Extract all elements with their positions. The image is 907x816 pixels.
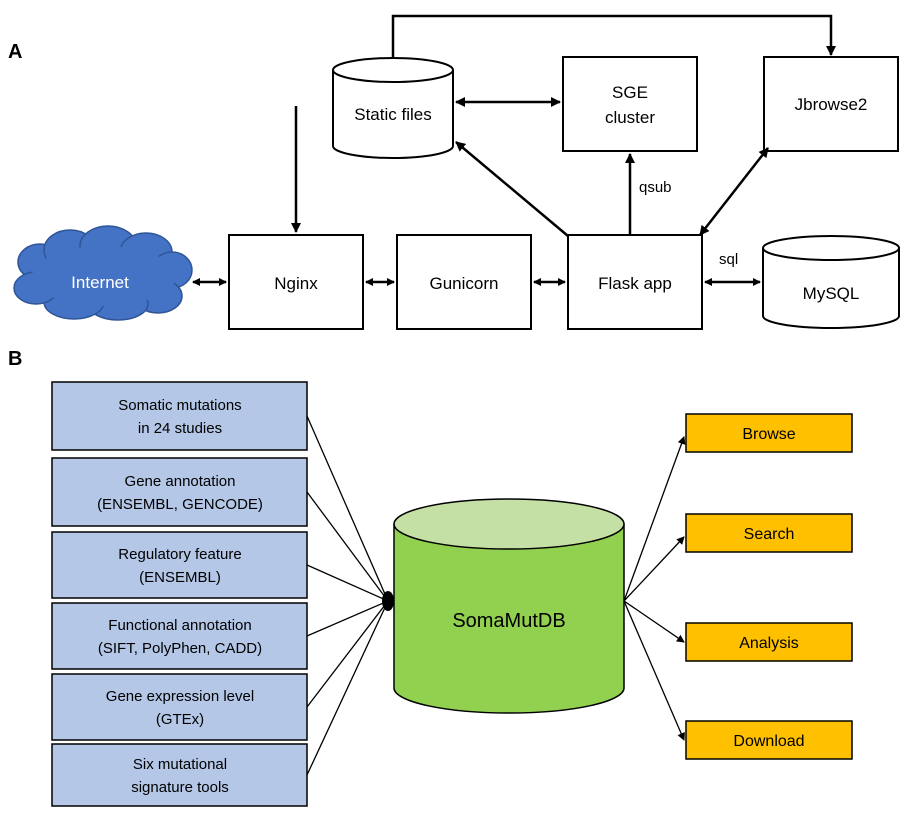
source-box-line2: (SIFT, PolyPhen, CADD) [98, 640, 262, 657]
flask-to-static-arrow [455, 141, 569, 237]
nginx-node: Nginx [228, 234, 364, 330]
output-browse-label: Browse [742, 426, 795, 443]
internet-label: Internet [71, 273, 129, 292]
qsub-edge-label: qsub [639, 179, 672, 196]
sql-edge-label: sql [719, 251, 738, 268]
sge-cluster-node: SGE cluster [562, 56, 698, 152]
source-box: Functional annotation (SIFT, PolyPhen, C… [51, 602, 308, 670]
source-box: Six mutational signature tools [51, 743, 308, 807]
output-search-label: Search [744, 526, 795, 543]
source-connectors [306, 415, 389, 776]
source-convergence-point [382, 591, 394, 611]
source-box: Regulatory feature (ENSEMBL) [51, 531, 308, 599]
output-search: Search [685, 513, 853, 553]
source-box-line1: Gene expression level [106, 688, 254, 705]
sge-cluster-label-line1: SGE [612, 83, 648, 102]
output-analysis: Analysis [685, 622, 853, 662]
output-download: Download [685, 720, 853, 760]
somamutdb-label: SomaMutDB [452, 610, 565, 632]
source-box-line1: Functional annotation [108, 617, 251, 634]
flask-app-node: Flask app [567, 234, 703, 330]
source-box: Gene expression level (GTEx) [51, 673, 308, 741]
mysql-node: MySQL [762, 235, 900, 329]
flask-app-label: Flask app [598, 274, 672, 293]
gunicorn-label: Gunicorn [430, 274, 499, 293]
jbrowse-node: Jbrowse2 [763, 56, 899, 152]
output-download-label: Download [733, 733, 804, 750]
output-connectors [623, 436, 686, 741]
gunicorn-node: Gunicorn [396, 234, 532, 330]
source-box-line1: Six mutational [133, 756, 227, 773]
jbrowse-label: Jbrowse2 [795, 95, 868, 114]
static-files-node: Static files [332, 57, 454, 159]
static-files-label: Static files [354, 105, 431, 124]
source-box-line2: (GTEx) [156, 711, 204, 728]
source-box: Gene annotation (ENSEMBL, GENCODE) [51, 457, 308, 527]
nginx-label: Nginx [274, 274, 318, 293]
source-box-line1: Regulatory feature [118, 546, 241, 563]
internet-cloud-node: Internet [13, 225, 193, 321]
source-box-line2: (ENSEMBL) [139, 569, 221, 586]
output-analysis-label: Analysis [739, 635, 799, 652]
sge-cluster-label-line2: cluster [605, 108, 655, 127]
somamutdb-database: SomaMutDB [393, 498, 625, 714]
panel-a-label: A [8, 41, 22, 63]
source-box-line1: Gene annotation [125, 473, 236, 490]
source-box-line1: Somatic mutations [118, 397, 241, 414]
source-box-line2: (ENSEMBL, GENCODE) [97, 496, 263, 513]
output-browse: Browse [685, 413, 853, 453]
panel-a-connectors [192, 14, 836, 286]
panel-b-label: B [8, 348, 22, 370]
flask-jbrowse-arrow [699, 147, 769, 236]
source-box-line2: in 24 studies [138, 420, 222, 437]
static-to-jbrowse-arrow [391, 14, 836, 58]
source-box-line2: signature tools [131, 779, 229, 796]
source-box: Somatic mutations in 24 studies [51, 381, 308, 451]
mysql-label: MySQL [803, 284, 860, 303]
